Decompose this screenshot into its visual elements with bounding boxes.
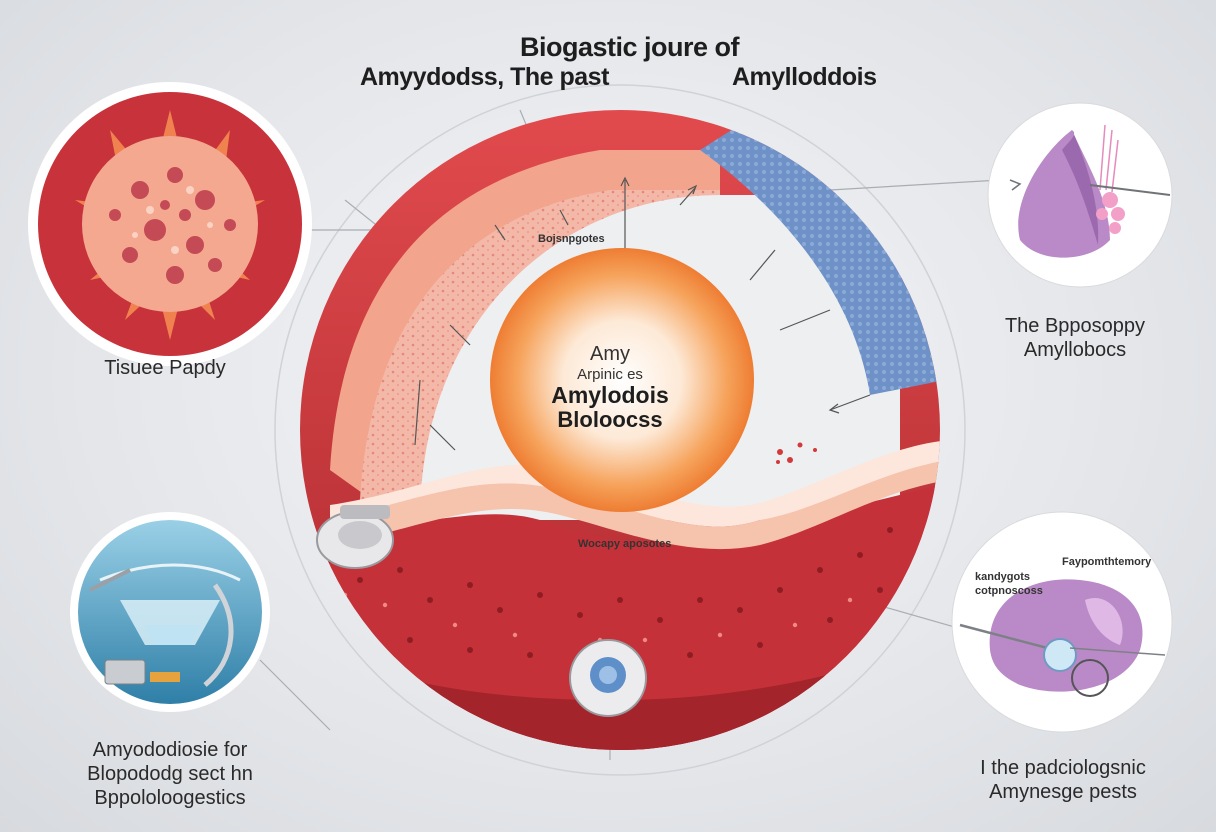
inner-top-label: Bojsnpgotes (538, 233, 605, 245)
scattered-cells (776, 442, 817, 464)
right-bottom-left-label: kandygots cotpnoscoss (975, 570, 1043, 598)
right-bottom-caption-line1: I the padciologsnic (980, 757, 1146, 779)
pointer-arrows (414, 176, 871, 451)
left-top-caption: Tisuee Papdy (104, 357, 226, 379)
left-bottom-caption: Amyododiosie for Blopododg sect hn Bppol… (70, 738, 270, 810)
core-label-1: Amy (590, 343, 630, 365)
lower-mid-label: Wocapy aposotes (578, 538, 672, 550)
right-top-caption: The Bpposoppy Amyllobocs (990, 314, 1160, 362)
diagram-title-right: Amylloddois (732, 63, 877, 91)
diagram-title-line1: Biogastic joure of (520, 32, 740, 62)
right-bottom-caption: I the padciologsnic Amynesge pests (958, 756, 1168, 804)
right-bottom-caption-line2: Amynesge pests (989, 781, 1137, 803)
right-top-caption-line2: Amyllobocs (1023, 339, 1127, 361)
core-label-4: Bloloocss (557, 407, 663, 432)
diagram-title-left: Amyydodss, The past (360, 63, 609, 91)
right-bottom-right-label: Faypomthtemory (1062, 556, 1152, 568)
core-label-3: Amylodois (551, 382, 669, 408)
right-bottom-left-label-line1: kandygots (975, 571, 1031, 583)
tissue-sample-circle (28, 82, 312, 366)
probe-instrument-left (316, 505, 394, 569)
right-top-caption-line1: The Bpposoppy (1004, 315, 1146, 337)
probe-instrument-bottom (569, 639, 647, 717)
amyloid-core (490, 248, 754, 512)
biopsy-device-circle (70, 512, 270, 712)
left-bottom-caption-line1: Amyododiosie for (92, 739, 248, 761)
core-label-2: Arpinic es (577, 366, 643, 383)
left-bottom-caption-line3: Bppololoogestics (94, 787, 246, 809)
organ-biopsy-circle (987, 102, 1173, 288)
left-bottom-caption-line2: Blopododg sect hn (87, 763, 253, 785)
right-bottom-left-label-line2: cotpnoscoss (975, 585, 1043, 597)
tissue-probe-circle (951, 511, 1173, 733)
outer-guide-circle (274, 84, 966, 776)
